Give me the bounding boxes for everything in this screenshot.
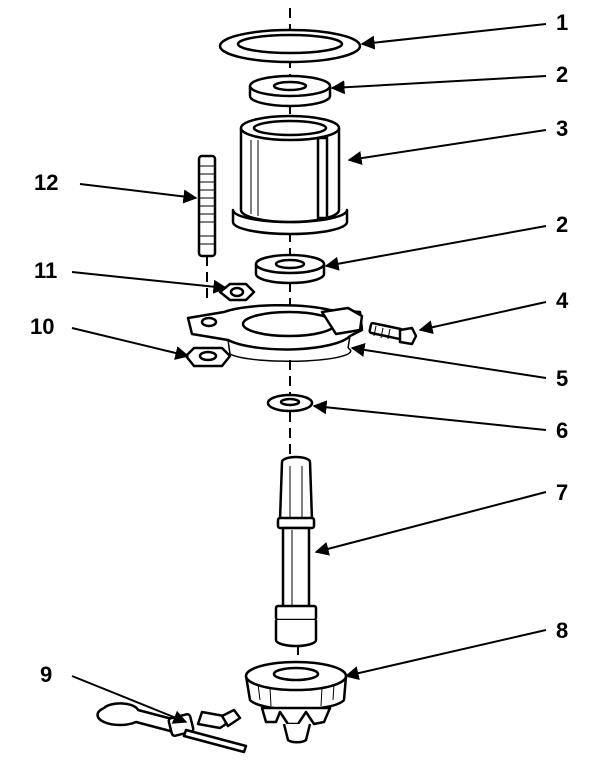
drill-chuck bbox=[244, 660, 348, 744]
chuck-key bbox=[96, 702, 248, 754]
leader-1 bbox=[360, 23, 547, 50]
leader-lines bbox=[71, 23, 547, 724]
leader-10 bbox=[71, 327, 190, 360]
quill-sleeve bbox=[231, 114, 349, 236]
spindle bbox=[274, 455, 318, 648]
callout-label-11: 11 bbox=[34, 258, 57, 283]
leader-5 bbox=[350, 343, 547, 379]
leader-3 bbox=[347, 129, 547, 166]
leader-7 bbox=[314, 491, 547, 556]
callout-label-10: 10 bbox=[30, 314, 54, 339]
leader-2b bbox=[324, 225, 547, 271]
callout-label-5: 5 bbox=[556, 366, 568, 391]
stop-nut bbox=[218, 282, 256, 302]
callout-label-3: 3 bbox=[556, 116, 568, 141]
hex-nut bbox=[184, 346, 232, 368]
clamp-screw bbox=[368, 321, 418, 346]
callout-label-9: 9 bbox=[40, 662, 52, 687]
lower-bearing bbox=[254, 253, 326, 285]
callout-label-7: 7 bbox=[556, 480, 568, 505]
callout-label-2b: 2 bbox=[556, 212, 568, 237]
lock-washer bbox=[266, 393, 314, 413]
callout-label-12: 12 bbox=[34, 170, 58, 195]
center-axis bbox=[206, 8, 299, 662]
leader-9 bbox=[71, 675, 188, 724]
leader-4 bbox=[418, 301, 547, 335]
callout-labels: 1 2 3 2 4 5 6 7 8 9 10 11 12 bbox=[30, 10, 569, 687]
stud bbox=[197, 154, 217, 258]
leader-6 bbox=[312, 400, 547, 431]
callout-label-1: 1 bbox=[556, 10, 568, 35]
quill-clamp-bracket bbox=[186, 304, 364, 363]
leader-8 bbox=[344, 629, 547, 680]
leader-11 bbox=[71, 271, 228, 294]
leader-2a bbox=[330, 75, 547, 95]
retainer-ring bbox=[218, 28, 362, 64]
leader-12 bbox=[79, 183, 198, 204]
callout-label-8: 8 bbox=[556, 618, 568, 643]
upper-bearing bbox=[248, 74, 332, 108]
callout-label-4: 4 bbox=[556, 288, 569, 313]
callout-label-6: 6 bbox=[556, 418, 568, 443]
callout-label-2a: 2 bbox=[556, 62, 568, 87]
